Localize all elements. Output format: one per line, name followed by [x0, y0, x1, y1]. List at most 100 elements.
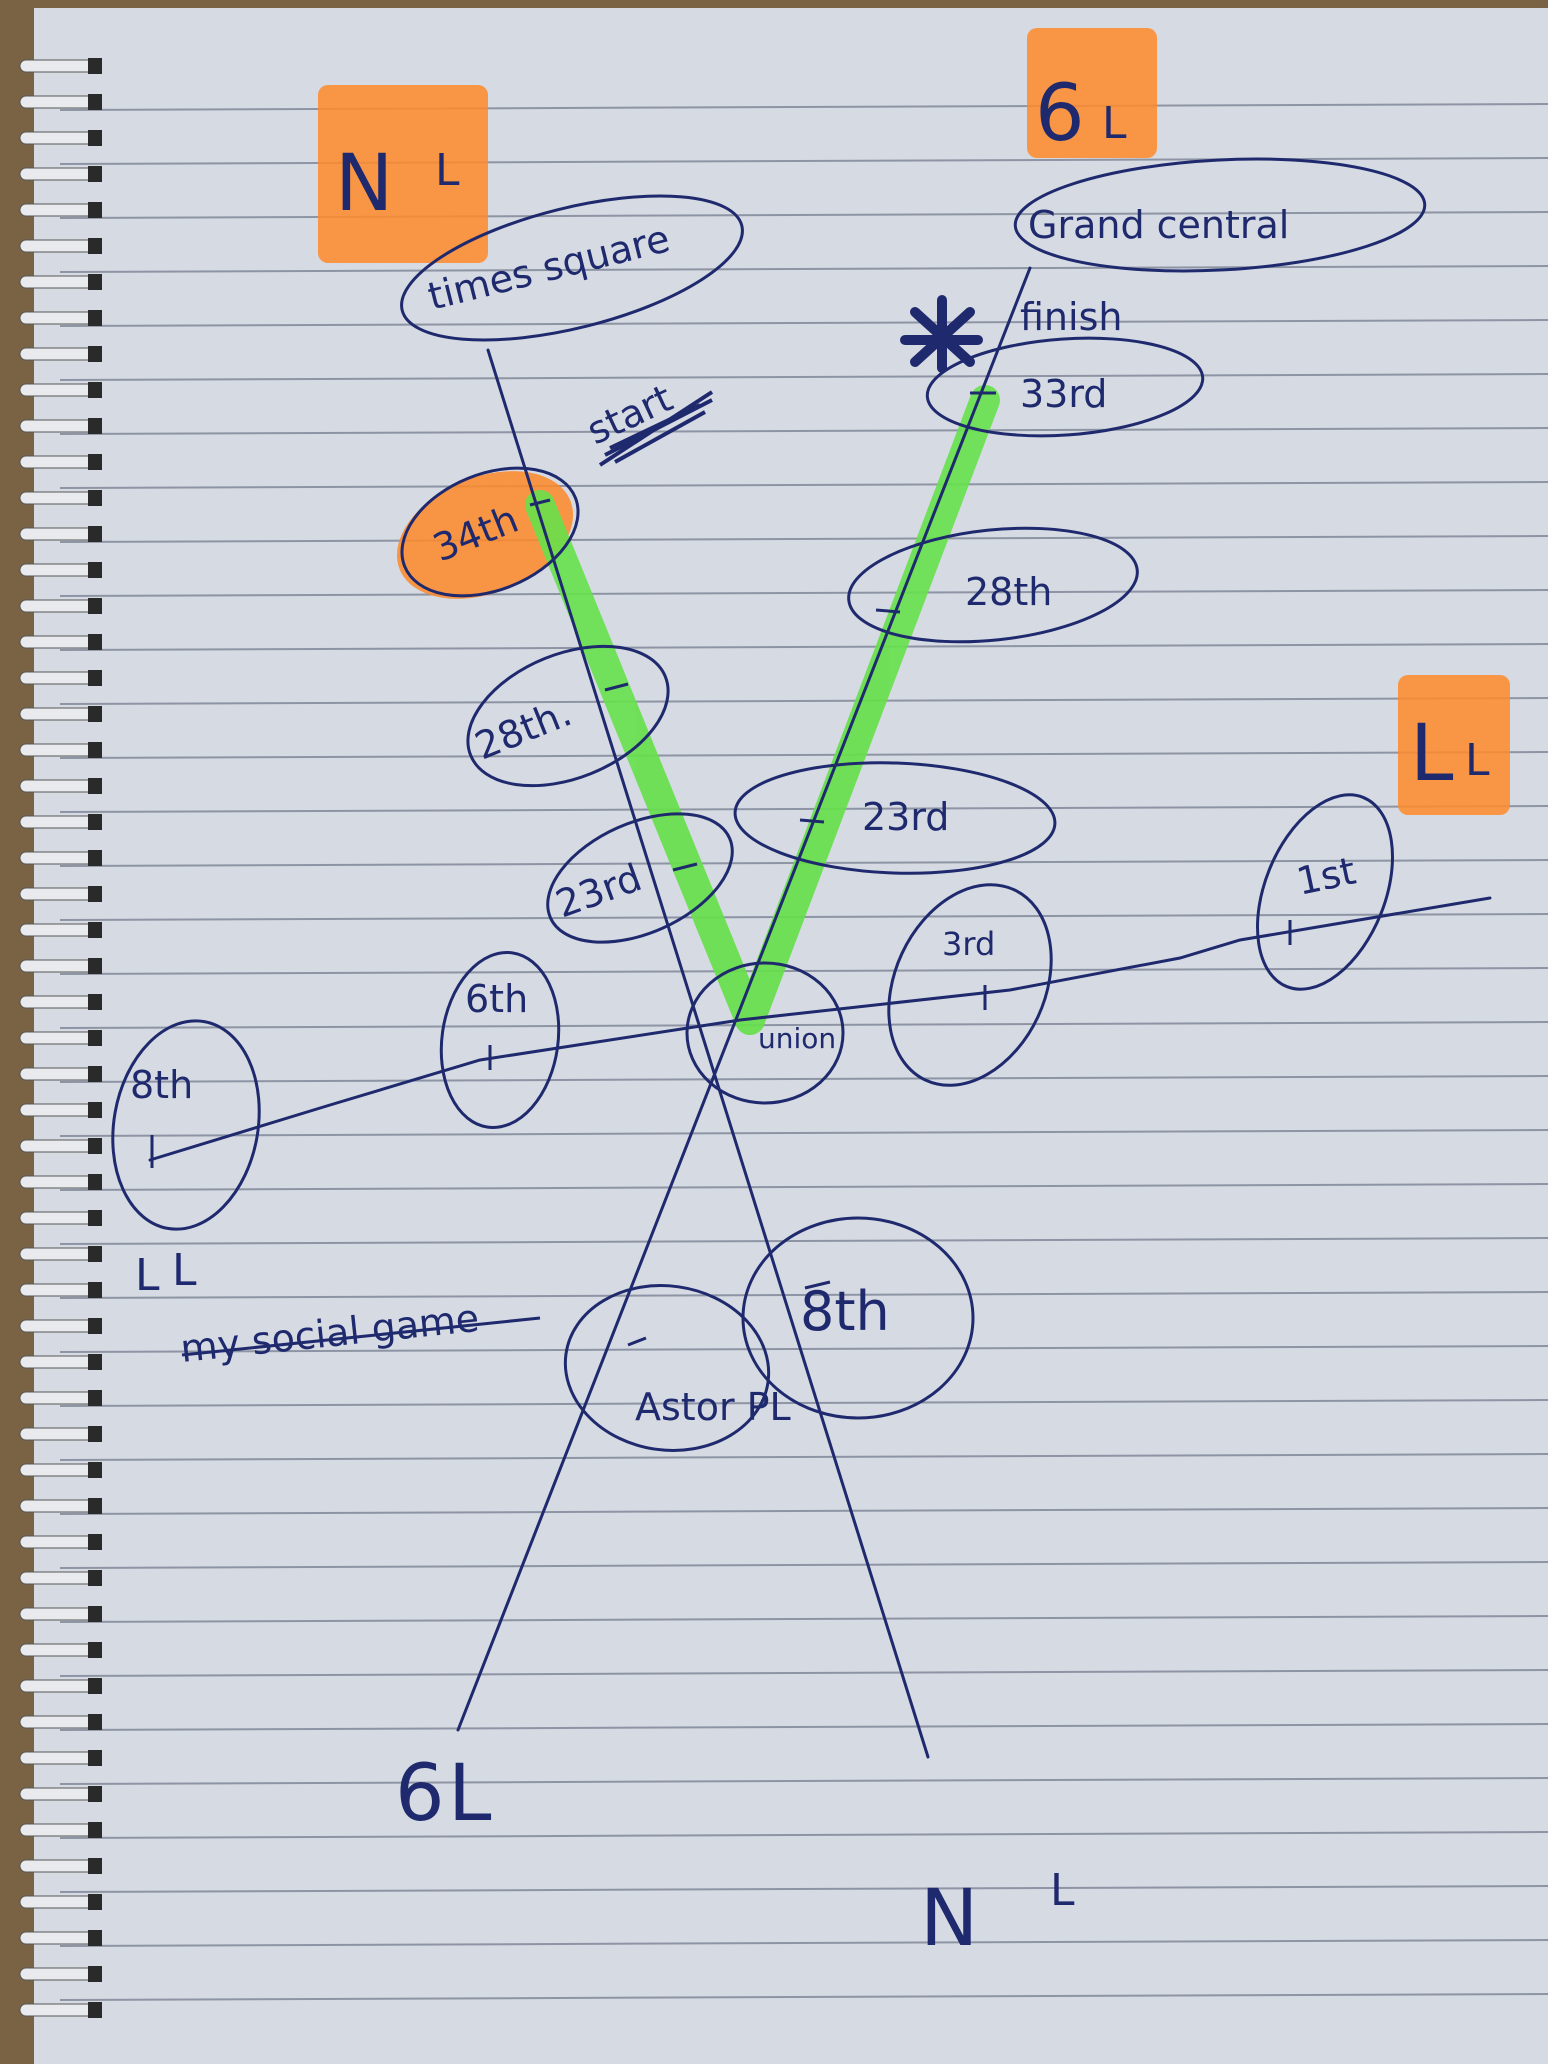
spiral-coil — [19, 599, 99, 613]
spiral-coil — [19, 1715, 99, 1729]
station-label-8th-l: 8th — [130, 1063, 193, 1107]
ruled-line — [59, 1939, 1548, 1947]
spiral-coil — [19, 707, 99, 721]
spiral-coil — [19, 1571, 99, 1585]
spiral-hole — [88, 850, 102, 866]
spiral-coil — [19, 995, 99, 1009]
l-3rd-ring — [887, 883, 1053, 1087]
spiral-hole — [88, 1606, 102, 1622]
tick-34th — [529, 498, 551, 507]
ruled-line — [59, 103, 1548, 111]
finish-annotation: finish — [1020, 295, 1122, 339]
six-line-sub-bottom: L — [448, 1749, 492, 1839]
spiral-coil — [19, 563, 99, 577]
spiral-coil — [19, 1607, 99, 1621]
spiral-coil — [19, 1499, 99, 1513]
ruled-line — [59, 1399, 1548, 1407]
spiral-hole — [88, 94, 102, 110]
ruled-line — [59, 1237, 1548, 1245]
spiral-hole — [88, 1138, 102, 1154]
station-label-3rd: 3rd — [942, 925, 995, 963]
spiral-hole — [88, 1498, 102, 1514]
spiral-coil — [19, 1643, 99, 1657]
spiral-coil — [19, 1967, 99, 1981]
spiral-hole — [88, 1714, 102, 1730]
highlight-n-top — [318, 85, 488, 263]
station-ticks — [150, 391, 1292, 1347]
spiral-coil — [19, 1391, 99, 1405]
ruled-line — [59, 319, 1548, 327]
ruled-line — [59, 1831, 1548, 1839]
ruled-line — [59, 535, 1548, 543]
station-label-union: union — [758, 1022, 836, 1055]
tick-28th-n — [604, 682, 629, 692]
spiral-coil — [19, 1427, 99, 1441]
start-scribble — [598, 390, 714, 467]
ruled-line — [59, 1669, 1548, 1677]
n-line-label-bottom: N — [920, 1874, 978, 1964]
ruled-line — [59, 1507, 1548, 1515]
spiral-hole — [88, 1966, 102, 1982]
ruled-line — [59, 481, 1548, 489]
spiral-hole — [88, 1570, 102, 1586]
spiral-hole — [88, 166, 102, 182]
six-28th-ring — [847, 526, 1139, 644]
n-34th-ring — [400, 466, 580, 598]
spiral-hole — [88, 1858, 102, 1874]
spiral-coil — [19, 311, 99, 325]
n-line — [486, 348, 930, 1759]
station-label-33rd: 33rd — [1020, 372, 1107, 416]
highlight-l-right — [1398, 675, 1510, 815]
spiral-coil — [19, 1139, 99, 1153]
ruled-line — [59, 805, 1548, 813]
spiral-hole — [88, 922, 102, 938]
l-line — [148, 896, 1492, 1162]
spiral-hole — [88, 238, 102, 254]
six-line-label-top: 6 — [1035, 69, 1085, 159]
spiral-coil — [19, 1211, 99, 1225]
notebook-page — [34, 8, 1548, 2064]
ruled-line — [59, 1561, 1548, 1569]
spiral-coil — [19, 131, 99, 145]
spiral-coil — [19, 635, 99, 649]
grand-central-ring — [1013, 157, 1427, 273]
ruled-line — [59, 1075, 1548, 1083]
ruled-line — [59, 643, 1548, 651]
ruled-line — [59, 1777, 1548, 1785]
union-ring — [685, 961, 845, 1105]
spiral-coil — [19, 1031, 99, 1045]
strikethrough-line — [181, 1316, 541, 1357]
spiral-hole — [88, 1750, 102, 1766]
spiral-coil — [19, 923, 99, 937]
spiral-coil — [19, 527, 99, 541]
spiral-coil — [19, 1103, 99, 1117]
l-6th-ring — [439, 950, 561, 1130]
tick-8th-n — [804, 1280, 831, 1290]
spiral-hole — [88, 490, 102, 506]
spiral-coil — [19, 1859, 99, 1873]
spiral-hole — [88, 1390, 102, 1406]
spiral-hole — [88, 526, 102, 542]
six-23rd-ring — [733, 761, 1057, 875]
spiral-coil — [19, 1319, 99, 1333]
spiral-hole — [88, 670, 102, 686]
spiral-coil — [19, 1895, 99, 1909]
spiral-hole — [88, 274, 102, 290]
route-6-segment — [735, 385, 1000, 1035]
ruled-line — [59, 589, 1548, 597]
spiral-coil — [19, 671, 99, 685]
ruled-line — [59, 1885, 1548, 1893]
spiral-hole — [88, 1642, 102, 1658]
n-line-sub-bottom: L — [1050, 1865, 1075, 1916]
spiral-hole — [88, 130, 102, 146]
l-1st-ring — [1256, 793, 1394, 991]
ruled-line — [59, 1183, 1548, 1191]
spiral-coil — [19, 1067, 99, 1081]
spiral-hole — [88, 562, 102, 578]
spiral-hole — [88, 1246, 102, 1262]
spiral-coil — [19, 959, 99, 973]
spiral-coil — [19, 2003, 99, 2017]
spiral-hole — [88, 1534, 102, 1550]
spiral-coil — [19, 419, 99, 433]
spiral-hole — [88, 1066, 102, 1082]
